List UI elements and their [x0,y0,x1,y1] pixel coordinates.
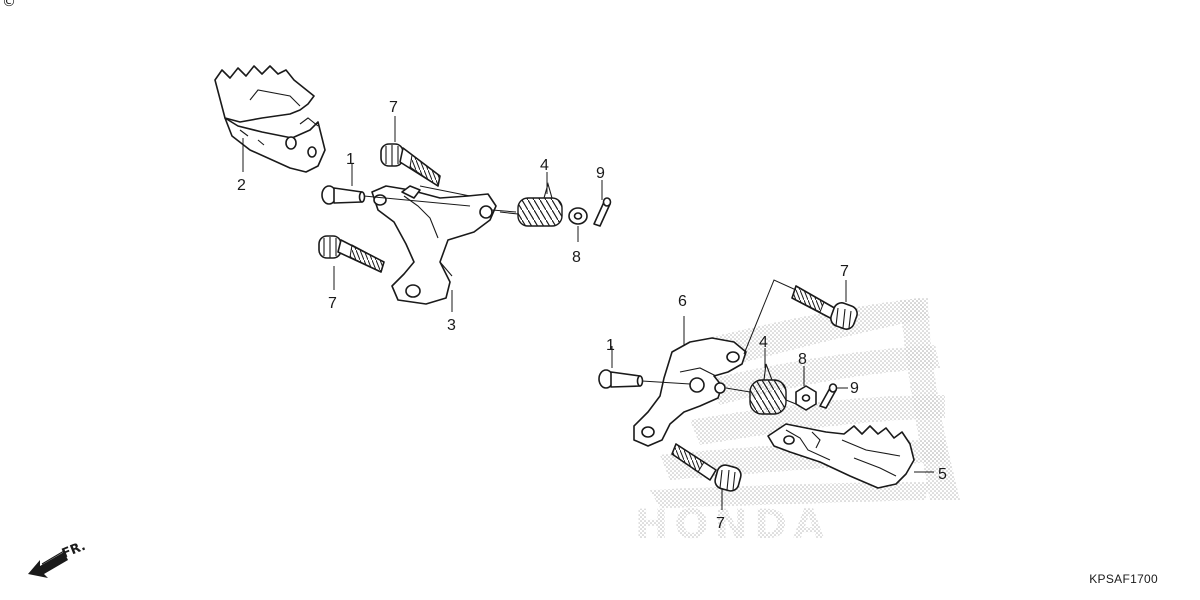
part-6-right-step-bracket [633,337,747,447]
callout-upper-1: 1 [346,151,355,168]
lower-assembly-axis-lines [611,279,934,510]
callout-lower-5: 5 [938,466,947,483]
part-9-lower-cotter-pin [819,383,838,409]
upper-assembly-axis-lines [242,116,603,312]
callout-upper-4: 4 [540,157,549,174]
part-7-upper-bolt-lower [318,235,385,273]
part-9-upper-cotter-pin [593,197,612,227]
callout-lower-9: 9 [850,380,859,397]
callout-lower-7b: 7 [716,515,725,532]
part-7-upper-bolt-top [380,143,441,187]
copyright-mark: © [2,0,16,10]
callout-lower-6: 6 [678,293,687,310]
part-7-lower-bolt-upper [791,285,858,330]
callout-lower-8: 8 [798,351,807,368]
part-1-lower-pin [598,369,644,389]
callout-lower-7a: 7 [840,263,849,280]
callout-upper-7a: 7 [389,99,398,116]
part-1-upper-pin [321,185,366,205]
front-direction-arrow-icon [28,550,68,578]
callout-upper-3: 3 [447,317,456,334]
front-direction-label: FR. [60,539,88,562]
diagram-code: KPSAF1700 [1089,572,1158,586]
part-2-left-footpeg [214,65,326,173]
callout-upper-2: 2 [237,177,246,194]
callout-upper-7b: 7 [328,295,337,312]
part-8-lower-nut [795,385,817,411]
part-8-upper-washer [568,207,588,225]
callout-lower-1: 1 [606,337,615,354]
callout-upper-9: 9 [596,165,605,182]
part-7-lower-bolt-lower [671,443,742,492]
callout-lower-4: 4 [759,334,768,351]
honda-watermark-text: HONDA [635,502,830,548]
part-3-left-step-bracket [371,185,497,305]
part-4-upper-return-spring [499,181,563,227]
callout-upper-8: 8 [572,249,581,266]
part-4-lower-return-spring [749,363,797,415]
part-5-right-footpeg [767,423,915,489]
